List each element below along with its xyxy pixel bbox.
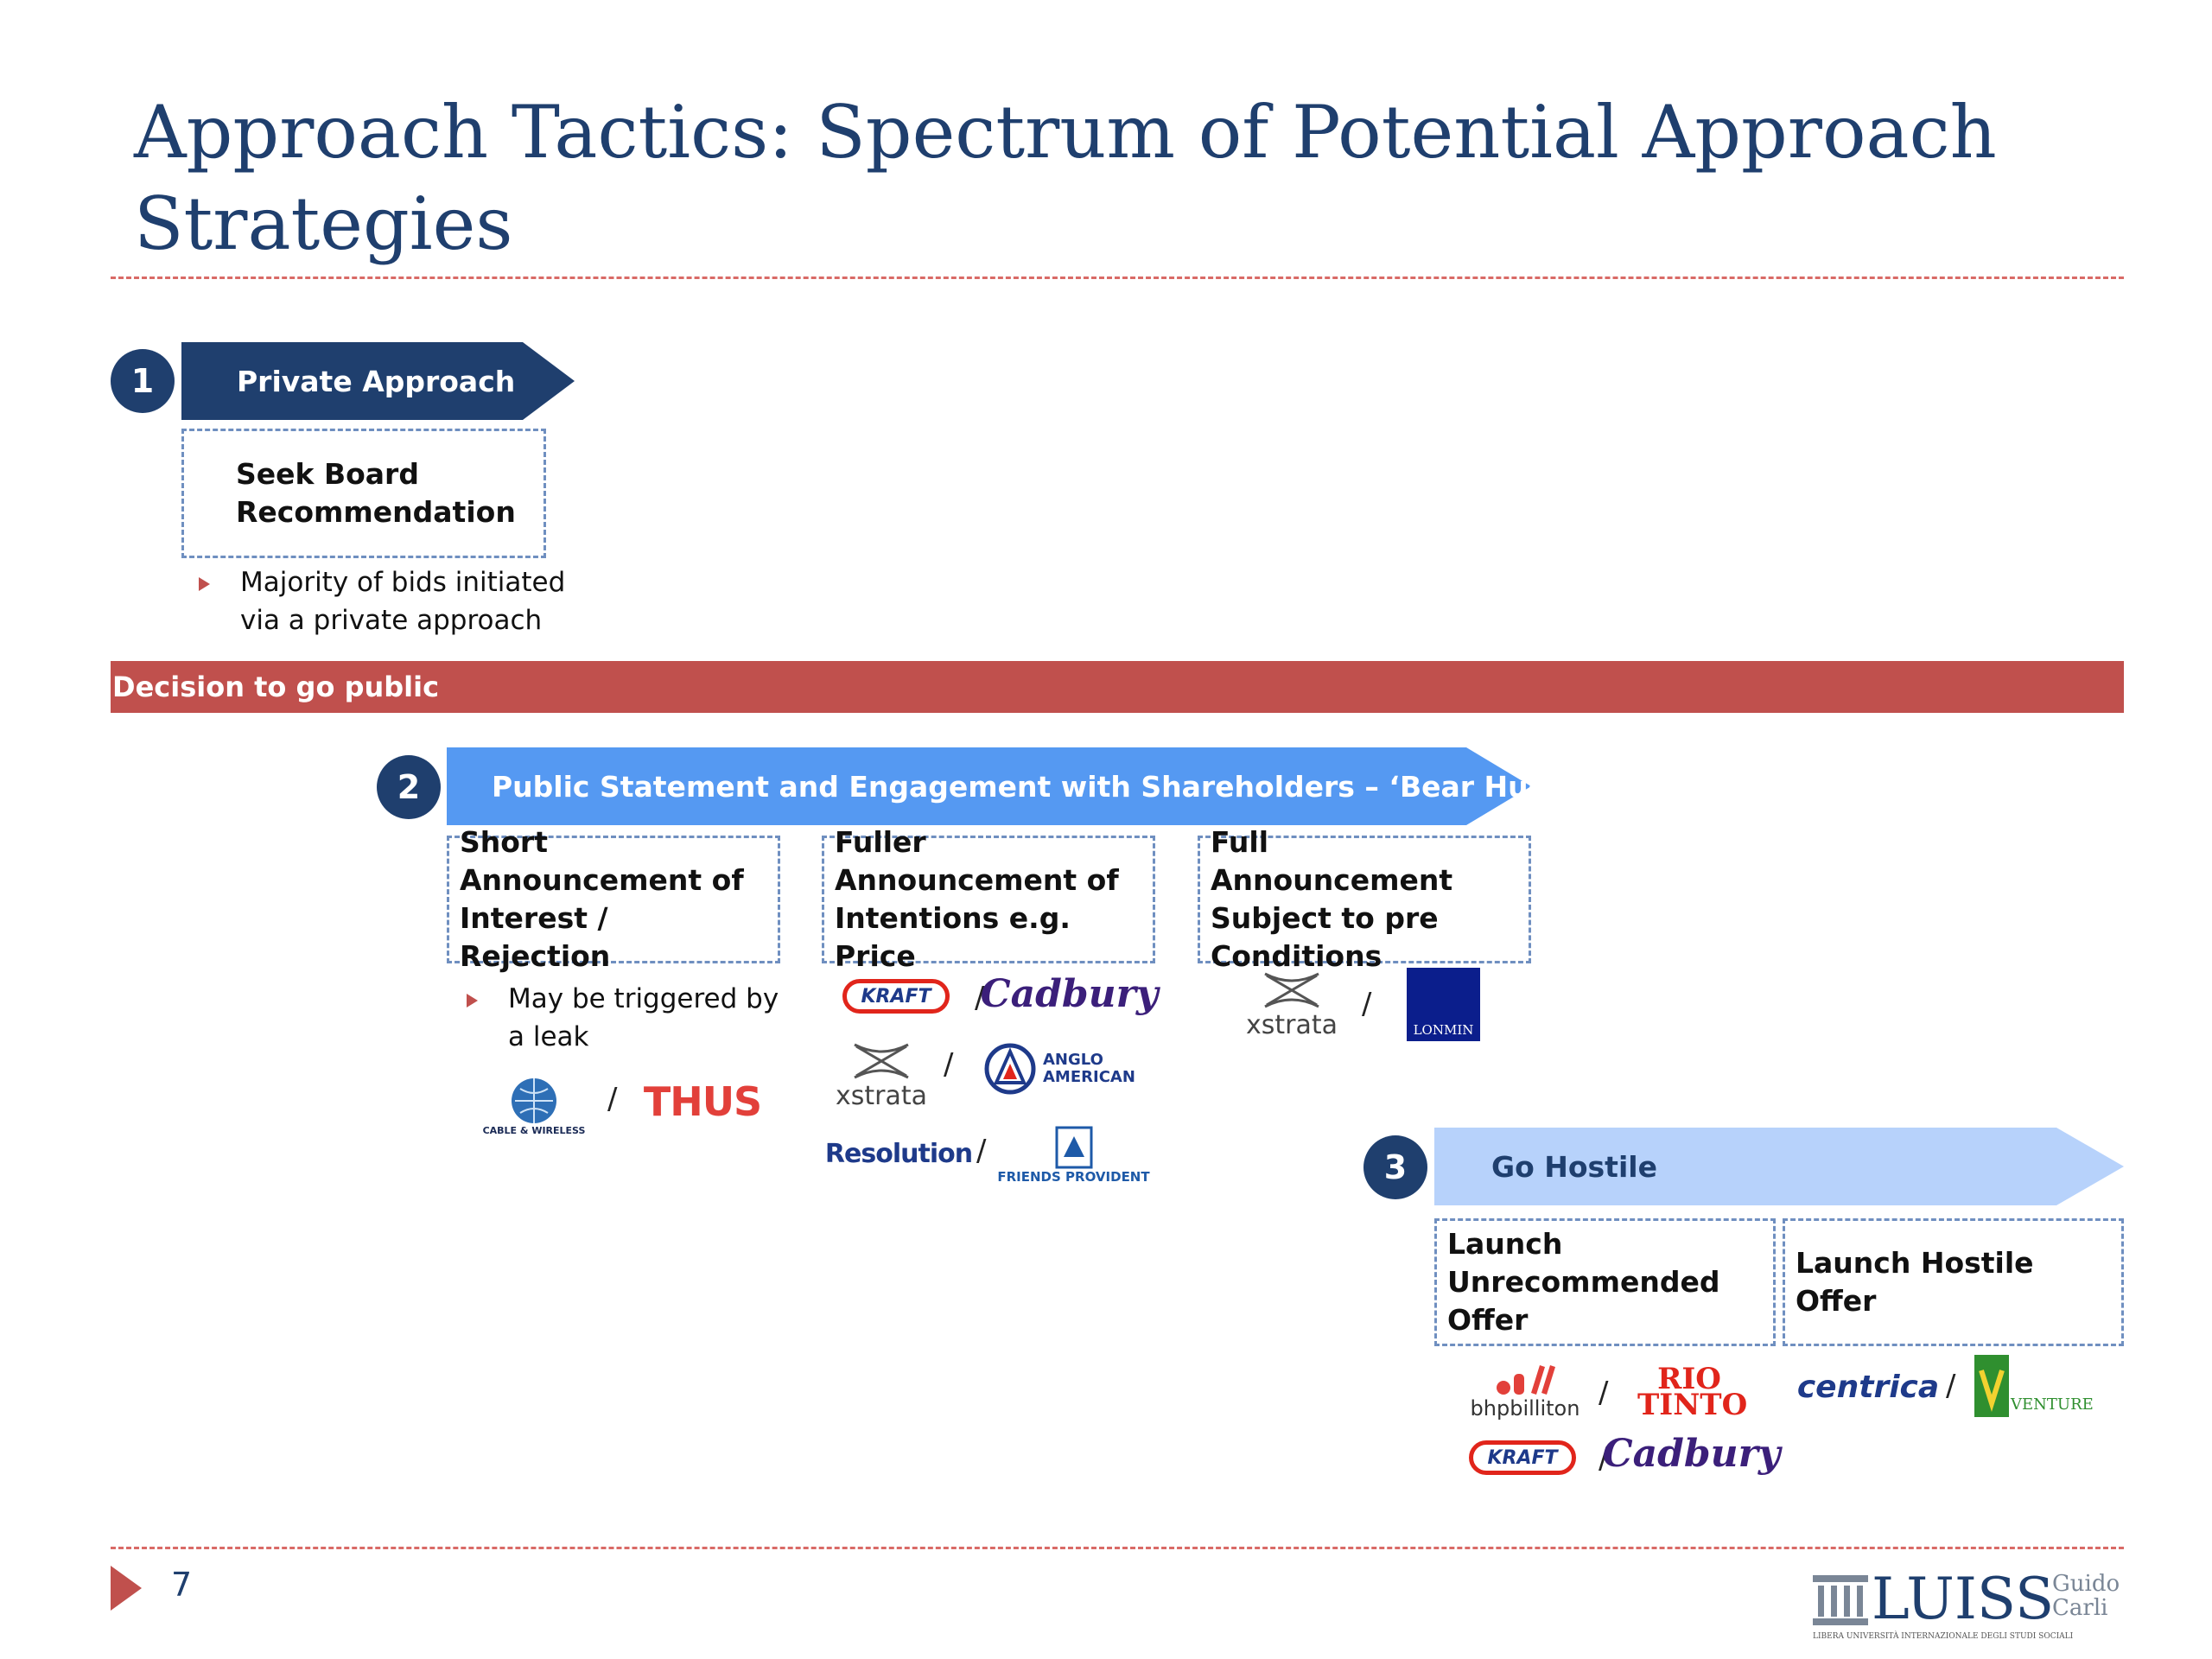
step-1-arrow-shape <box>181 342 575 420</box>
step-2-box-fuller: Fuller Announcement of Intentions e.g. P… <box>822 825 1155 973</box>
step-1-arrow-label: Private Approach <box>237 364 516 398</box>
step-1-bullet-text: Majority of bids initiated via a private… <box>240 567 566 636</box>
slash-separator: / <box>607 1082 618 1116</box>
page-title: Approach Tactics: Spectrum of Potential … <box>134 90 1997 266</box>
luiss-sub-1: Guido <box>2052 1571 2120 1597</box>
step-2-arrow-label: Public Statement and Engagement with Sha… <box>492 769 1560 804</box>
venture-text: VENTURE <box>2011 1395 2094 1414</box>
kraft-logo: KRAFT <box>842 979 950 1014</box>
anglo-american-mark-icon <box>984 1043 1036 1095</box>
slash-separator: / <box>1599 1376 1609 1410</box>
step-3-box-unrecommended-text: Launch Unrecommended Offer <box>1447 1227 1720 1337</box>
temple-icon <box>1813 1575 1868 1625</box>
decision-bar-label: Decision to go public <box>112 671 440 703</box>
bhp-billiton-mark-icon <box>1497 1365 1555 1395</box>
thus-text: THUS <box>643 1078 762 1125</box>
title-divider <box>111 276 2124 279</box>
step-3-arrow-shape <box>1434 1128 2124 1205</box>
luiss-brand: LUISS <box>1872 1566 2055 1632</box>
decision-bar: Decision to go public <box>111 661 2124 713</box>
bullet-marker-icon <box>467 994 478 1007</box>
step-1-arrow: Private Approach <box>181 342 575 420</box>
centrica-logo: centrica <box>1796 1365 1940 1408</box>
xstrata-mark-icon <box>854 1043 909 1078</box>
rio-tinto-logo: RIO TINTO <box>1629 1362 1750 1422</box>
step-3-arrow: Go Hostile <box>1434 1128 2124 1205</box>
step-3-badge: 3 <box>1363 1135 1427 1199</box>
rio-tinto-text: RIO TINTO <box>1637 1362 1748 1422</box>
bullet-marker-icon <box>199 577 210 591</box>
venture-mark-icon <box>1974 1355 2009 1417</box>
cadbury-logo: Cadbury <box>1602 1431 1781 1476</box>
kraft-logo: KRAFT <box>1469 1440 1576 1475</box>
step-2-box-short: Short Announcement of Interest / Rejecti… <box>447 825 780 973</box>
slash-separator: / <box>1362 987 1372 1021</box>
bhp-billiton-text: bhpbilliton <box>1470 1396 1580 1421</box>
lonmin-text: LONMIN <box>1413 1022 1474 1038</box>
step-3-box-unrecommended: Launch Unrecommended Offer <box>1434 1218 1776 1346</box>
slash-separator: / <box>975 981 985 1015</box>
step-1-box-text: Seek Board Recommendation <box>236 457 516 529</box>
friends-provident-logo: FRIENDS PROVIDENT <box>994 1122 1154 1189</box>
luiss-logo: LUISS Guido Carli LIBERA UNIVERSITÀ INTE… <box>1813 1568 2124 1646</box>
step-1-bullet: Majority of bids initiated via a private… <box>199 563 570 639</box>
slash-separator: / <box>944 1047 954 1082</box>
step-2-badge: 2 <box>377 755 441 819</box>
step-3-arrow-label: Go Hostile <box>1491 1149 1657 1184</box>
slash-separator: / <box>976 1134 987 1168</box>
step-2-arrow: Public Statement and Engagement with Sha… <box>447 747 1560 825</box>
globe-icon <box>512 1077 556 1123</box>
footer-divider <box>111 1547 2124 1549</box>
resolution-logo: Resolution <box>825 1132 973 1175</box>
xstrata-logo: xstrata <box>1244 966 1339 1044</box>
friends-provident-text: FRIENDS PROVIDENT <box>997 1169 1150 1185</box>
luiss-sub-2: Carli <box>2052 1595 2108 1621</box>
luiss-tagline: LIBERA UNIVERSITÀ INTERNAZIONALE DEGLI S… <box>1813 1632 2074 1641</box>
xstrata-mark-icon <box>1264 972 1319 1007</box>
step-2-box-full-text: Full Announcement Subject to pre Conditi… <box>1211 825 1453 973</box>
step-2-box-fuller-text: Fuller Announcement of Intentions e.g. P… <box>835 825 1119 973</box>
resolution-text: Resolution <box>824 1138 973 1169</box>
step-2-arrow-shape <box>447 747 1531 825</box>
step-2-box-short-text: Short Announcement of Interest / Rejecti… <box>460 825 744 973</box>
step-3-box-hostile-text: Launch Hostile Offer <box>1796 1246 2034 1318</box>
xstrata-logo: xstrata <box>834 1037 929 1115</box>
bhp-billiton-logo: bhpbilliton <box>1465 1357 1586 1426</box>
cable-wireless-text: CABLE & WIRELESS <box>482 1124 586 1136</box>
anglo-american-logo: ANGLO AMERICAN <box>979 1041 1152 1096</box>
footer-triangle-icon <box>111 1566 142 1611</box>
xstrata-text: xstrata <box>1245 1009 1338 1040</box>
centrica-text: centrica <box>1796 1369 1940 1405</box>
step-2-bullet: May be triggered by a leak <box>467 980 795 1056</box>
cable-wireless-logo: CABLE & WIRELESS <box>474 1071 594 1141</box>
page-number: 7 <box>171 1566 193 1604</box>
step-3-box-hostile: Launch Hostile Offer <box>1783 1218 2124 1346</box>
cadbury-logo: Cadbury <box>980 971 1159 1016</box>
slash-separator: / <box>1946 1369 1956 1403</box>
anglo-american-text: ANGLO AMERICAN <box>1043 1051 1135 1086</box>
step-1-box: Seek Board Recommendation <box>181 429 546 558</box>
venture-logo: VENTURE <box>1974 1352 2104 1417</box>
step-2-box-full: Full Announcement Subject to pre Conditi… <box>1198 825 1531 973</box>
friends-provident-mark-icon <box>1055 1126 1092 1169</box>
lonmin-logo: LONMIN <box>1407 968 1480 1041</box>
xstrata-text: xstrata <box>835 1080 927 1111</box>
slash-separator: / <box>1599 1441 1609 1476</box>
step-1-badge: 1 <box>111 349 175 413</box>
step-2-bullet-text: May be triggered by a leak <box>508 983 779 1052</box>
thus-logo: THUS <box>638 1076 767 1128</box>
